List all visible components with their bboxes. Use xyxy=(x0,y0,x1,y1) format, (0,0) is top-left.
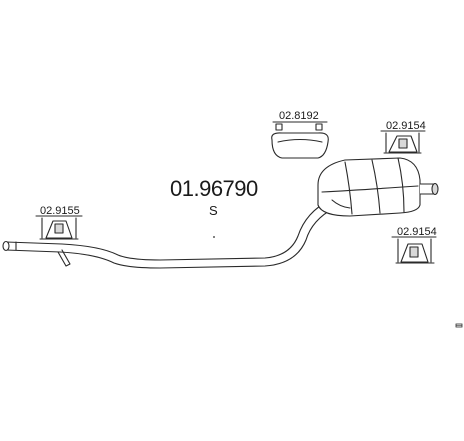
registration-mark xyxy=(455,323,463,328)
rear-silencer xyxy=(317,157,439,217)
part-label-gasket-clamp: 02.8192 xyxy=(279,110,319,122)
rubber-mount-bottom xyxy=(391,236,437,264)
part-label-mount-top: 02.9154 xyxy=(386,120,426,132)
exhaust-pipe xyxy=(2,199,335,269)
dot-mark xyxy=(213,236,215,238)
part-label-front-mount: 02.9155 xyxy=(40,205,80,217)
part-label-mount-bottom: 02.9154 xyxy=(397,226,437,238)
variant-code: S xyxy=(209,203,218,218)
rubber-mount-front xyxy=(35,215,83,240)
main-part-number: 01.96790 xyxy=(170,176,258,201)
gasket-clamp xyxy=(271,121,329,159)
rubber-mount-top xyxy=(380,130,426,154)
